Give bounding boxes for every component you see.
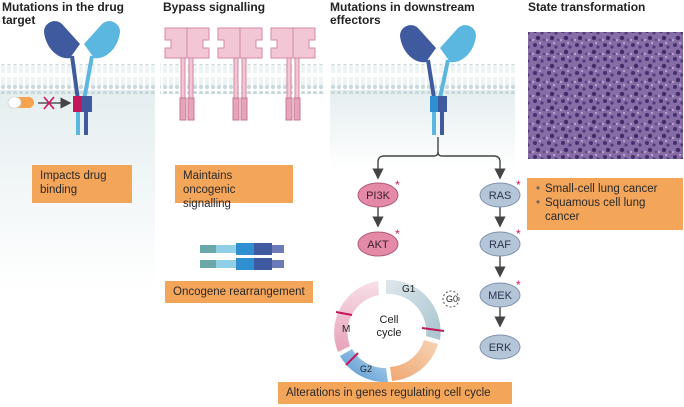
cycle-segment-g2 (340, 349, 388, 383)
mutation-star-icon: * (516, 178, 521, 192)
signal-branch-arrows (372, 137, 506, 328)
cycle-segment-g1 (386, 279, 441, 340)
node-akt-label: AKT (367, 239, 389, 251)
node-pi3k: PI3K * (357, 178, 400, 208)
node-erk: ERK (479, 334, 521, 360)
header-bypass-signalling: Bypass signalling (163, 0, 266, 14)
cycle-center-label-1: Cell (380, 314, 399, 326)
g0-loop-icon (442, 290, 460, 308)
oncogene-fusion-icon (200, 243, 284, 270)
bypass-receptors (164, 27, 316, 121)
box-impacts-drug-binding: Impacts drug binding (32, 165, 132, 203)
box-state-transformation: Small-cell lung cancer Squamous cell lun… (527, 178, 683, 230)
node-mek-label: MEK (488, 290, 513, 302)
cycle-checkpoint-mark (345, 352, 359, 366)
bypass-receptor-2 (217, 27, 263, 121)
cycle-checkpoint-mark (335, 311, 353, 316)
mutation-star-icon: * (516, 227, 521, 241)
box-cell-cycle-alterations: Alterations in genes regulating cell cyc… (278, 382, 512, 404)
bypass-receptor-3 (270, 27, 316, 121)
mutation-star-icon: * (395, 227, 400, 241)
box-maintains-signalling: Maintains oncogenic signalling (175, 165, 293, 210)
state-item-squamous: Squamous cell lung cancer (536, 196, 675, 224)
label-g0: G0 (446, 294, 458, 304)
cycle-segment-s (390, 340, 438, 381)
cycle-segment-m (334, 281, 379, 352)
state-item-sclc: Small-cell lung cancer (536, 182, 675, 196)
node-mek: MEK * (479, 278, 521, 308)
bypass-receptor-1 (164, 27, 210, 121)
blocked-arrow-icon (38, 96, 72, 110)
header-downstream-effectors: Mutations in downstream effectors (330, 0, 475, 27)
label-g2: G2 (360, 364, 372, 374)
cycle-checkpoint-mark (421, 327, 445, 332)
node-erk-label: ERK (489, 342, 512, 354)
cycle-center-label-2: cycle (376, 327, 401, 339)
membrane-panel-3 (330, 64, 515, 170)
cell-cycle-diagram: Cell cycle G1 G0 G2 M (334, 279, 460, 383)
node-akt: AKT * (357, 227, 400, 257)
node-raf-label: RAF (489, 239, 511, 251)
box-oncogene-rearrangement: Oncogene rearrangement (165, 281, 313, 303)
node-ras: RAS * (479, 178, 521, 208)
node-pi3k-label: PI3K (366, 190, 391, 202)
histology-image (528, 32, 683, 159)
header-drug-target: Mutations in the drug target (2, 0, 124, 27)
state-list: Small-cell lung cancer Squamous cell lun… (535, 182, 675, 224)
label-g1: G1 (402, 284, 416, 295)
header-state-transformation: State transformation (528, 0, 646, 14)
mutation-star-icon: * (516, 278, 521, 292)
node-raf: RAF * (479, 227, 521, 257)
receptor-drug-target (44, 21, 120, 135)
mutation-star-icon: * (395, 178, 400, 192)
label-m: M (342, 324, 350, 335)
node-ras-label: RAS (489, 190, 512, 202)
drug-pill-icon (7, 96, 34, 109)
receptor-downstream (400, 25, 476, 135)
